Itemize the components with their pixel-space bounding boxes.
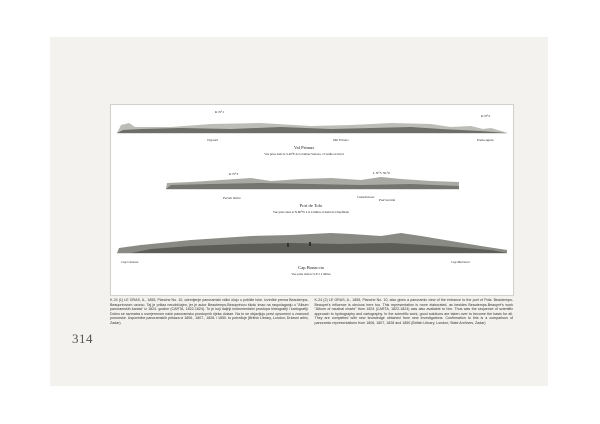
view2-label-right: Pod Gorizia bbox=[378, 198, 396, 202]
view3-subtitle: Vue prise dans le S.E à 2 milles bbox=[291, 272, 331, 276]
panorama-illustration: K N°1 K N°2 Orguoni Mel Primus Punta Agu… bbox=[117, 110, 507, 276]
view2-right-mark: L N°5 7K°6 bbox=[373, 171, 390, 175]
caption-croatian: K-24 (1) LE GRAS, A., 1855, Planche No. … bbox=[110, 298, 309, 325]
view2-land-near bbox=[166, 183, 459, 189]
view3-label-left: Cap Gironan bbox=[121, 260, 139, 264]
caption-english: K-24 (2) LE GRAS, A., 1855, Planche No. … bbox=[314, 298, 514, 325]
view2-title: Port de Tolo bbox=[300, 203, 323, 208]
page-number: 314 bbox=[72, 331, 93, 346]
view1-subtitle: Vue prise dans le S.40°E de la Dubus Ver… bbox=[264, 152, 344, 157]
view2-subtitle: Vue prise dans le N.80°W à la 4 milles e… bbox=[273, 210, 349, 214]
view1-land-near bbox=[117, 127, 507, 133]
view3-tower bbox=[309, 242, 311, 246]
view3-label-right: Cap Marmoro bbox=[451, 260, 470, 264]
view1-label-left: Orguoni bbox=[207, 138, 218, 142]
view3-title: Cap Bonaccia bbox=[298, 265, 324, 270]
view1-right-mark: K N°2 bbox=[481, 114, 490, 118]
panorama-view-2: K N°3 L N°5 7K°6 Parolo Taitro Castelmen… bbox=[166, 171, 459, 214]
panorama-view-3: Cap Gironan Cap Marmoro Cap Bonaccia Vue… bbox=[117, 233, 507, 276]
view3-fort bbox=[287, 243, 289, 247]
view1-label-right: Punta Aguia bbox=[476, 138, 494, 142]
caption-columns: K-24 (1) LE GRAS, A., 1855, Planche No. … bbox=[110, 298, 513, 326]
view2-left-mark: K N°3 bbox=[229, 172, 238, 176]
view1-label-mid: Mel Primus bbox=[332, 138, 349, 142]
engraving-plate: K N°1 K N°2 Orguoni Mel Primus Punta Agu… bbox=[110, 104, 514, 296]
view1-title: Val Primus bbox=[294, 145, 315, 150]
view3-land-near bbox=[131, 243, 507, 253]
view1-left-mark: K N°1 bbox=[215, 110, 224, 114]
view2-label-mid: Castelmenuo bbox=[357, 195, 375, 199]
panorama-view-1: K N°1 K N°2 Orguoni Mel Primus Punta Agu… bbox=[117, 110, 507, 157]
view2-label-left: Parolo Taitro bbox=[222, 196, 241, 200]
